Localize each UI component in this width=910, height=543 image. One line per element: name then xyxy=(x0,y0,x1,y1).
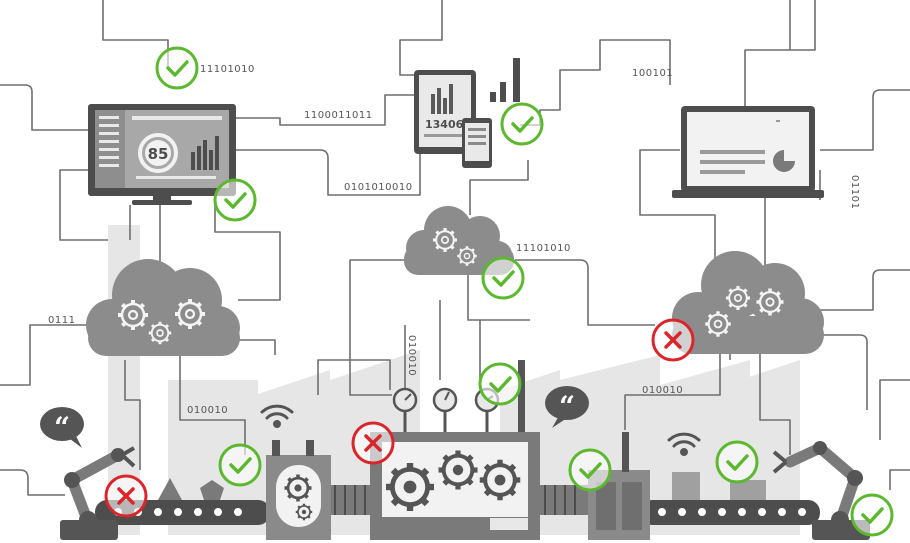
binary-label: 010010 xyxy=(406,335,417,376)
binary-label: 11101010 xyxy=(516,243,571,254)
binary-label: 010010 xyxy=(642,385,683,396)
product-box xyxy=(730,480,766,500)
binary-label: 0101010010 xyxy=(344,182,413,193)
gauge-value: 85 xyxy=(148,145,169,163)
tablet-value: 13406 xyxy=(425,118,464,131)
laptop-device xyxy=(672,106,824,198)
cloud-right xyxy=(672,251,824,354)
check-circle-icon xyxy=(568,448,612,492)
x-circle-icon xyxy=(351,421,395,465)
conveyor-belt xyxy=(95,472,820,525)
binary-label: 01101 xyxy=(849,175,860,209)
machine-left xyxy=(266,440,331,540)
svg-text:“: “ xyxy=(54,411,70,444)
check-circle-icon xyxy=(478,362,522,406)
binary-label: 0111 xyxy=(48,315,75,326)
check-circle-icon xyxy=(500,102,544,146)
robot-arm-left xyxy=(60,446,136,540)
speech-bubble-quote-icon: “ xyxy=(40,407,84,448)
binary-label: 100101 xyxy=(632,68,673,79)
bar-chart-icon xyxy=(490,58,520,102)
check-circle-icon xyxy=(715,440,759,484)
product-gem xyxy=(200,480,224,500)
binary-label: 11101010 xyxy=(200,64,255,75)
x-circle-icon xyxy=(104,474,148,518)
phone-device xyxy=(462,118,492,168)
check-circle-icon xyxy=(481,256,525,300)
x-circle-icon xyxy=(651,318,695,362)
check-circle-icon xyxy=(218,443,262,487)
tablet-device: 13406 xyxy=(414,70,476,154)
desktop-monitor: 85 xyxy=(88,104,236,205)
cloud-left xyxy=(86,259,240,356)
wifi-icon xyxy=(667,432,701,456)
product-box xyxy=(672,472,700,500)
svg-text:“: “ xyxy=(559,390,575,423)
binary-label: 010010 xyxy=(187,405,228,416)
wifi-icon xyxy=(260,404,294,428)
binary-label: 1100011011 xyxy=(304,110,373,121)
check-circle-icon xyxy=(213,178,257,222)
speech-bubble-quote-icon: “ xyxy=(545,386,589,428)
product-cone xyxy=(158,478,182,500)
circuit-lines xyxy=(0,0,910,496)
check-circle-icon xyxy=(155,46,199,90)
check-circle-icon xyxy=(850,493,894,537)
